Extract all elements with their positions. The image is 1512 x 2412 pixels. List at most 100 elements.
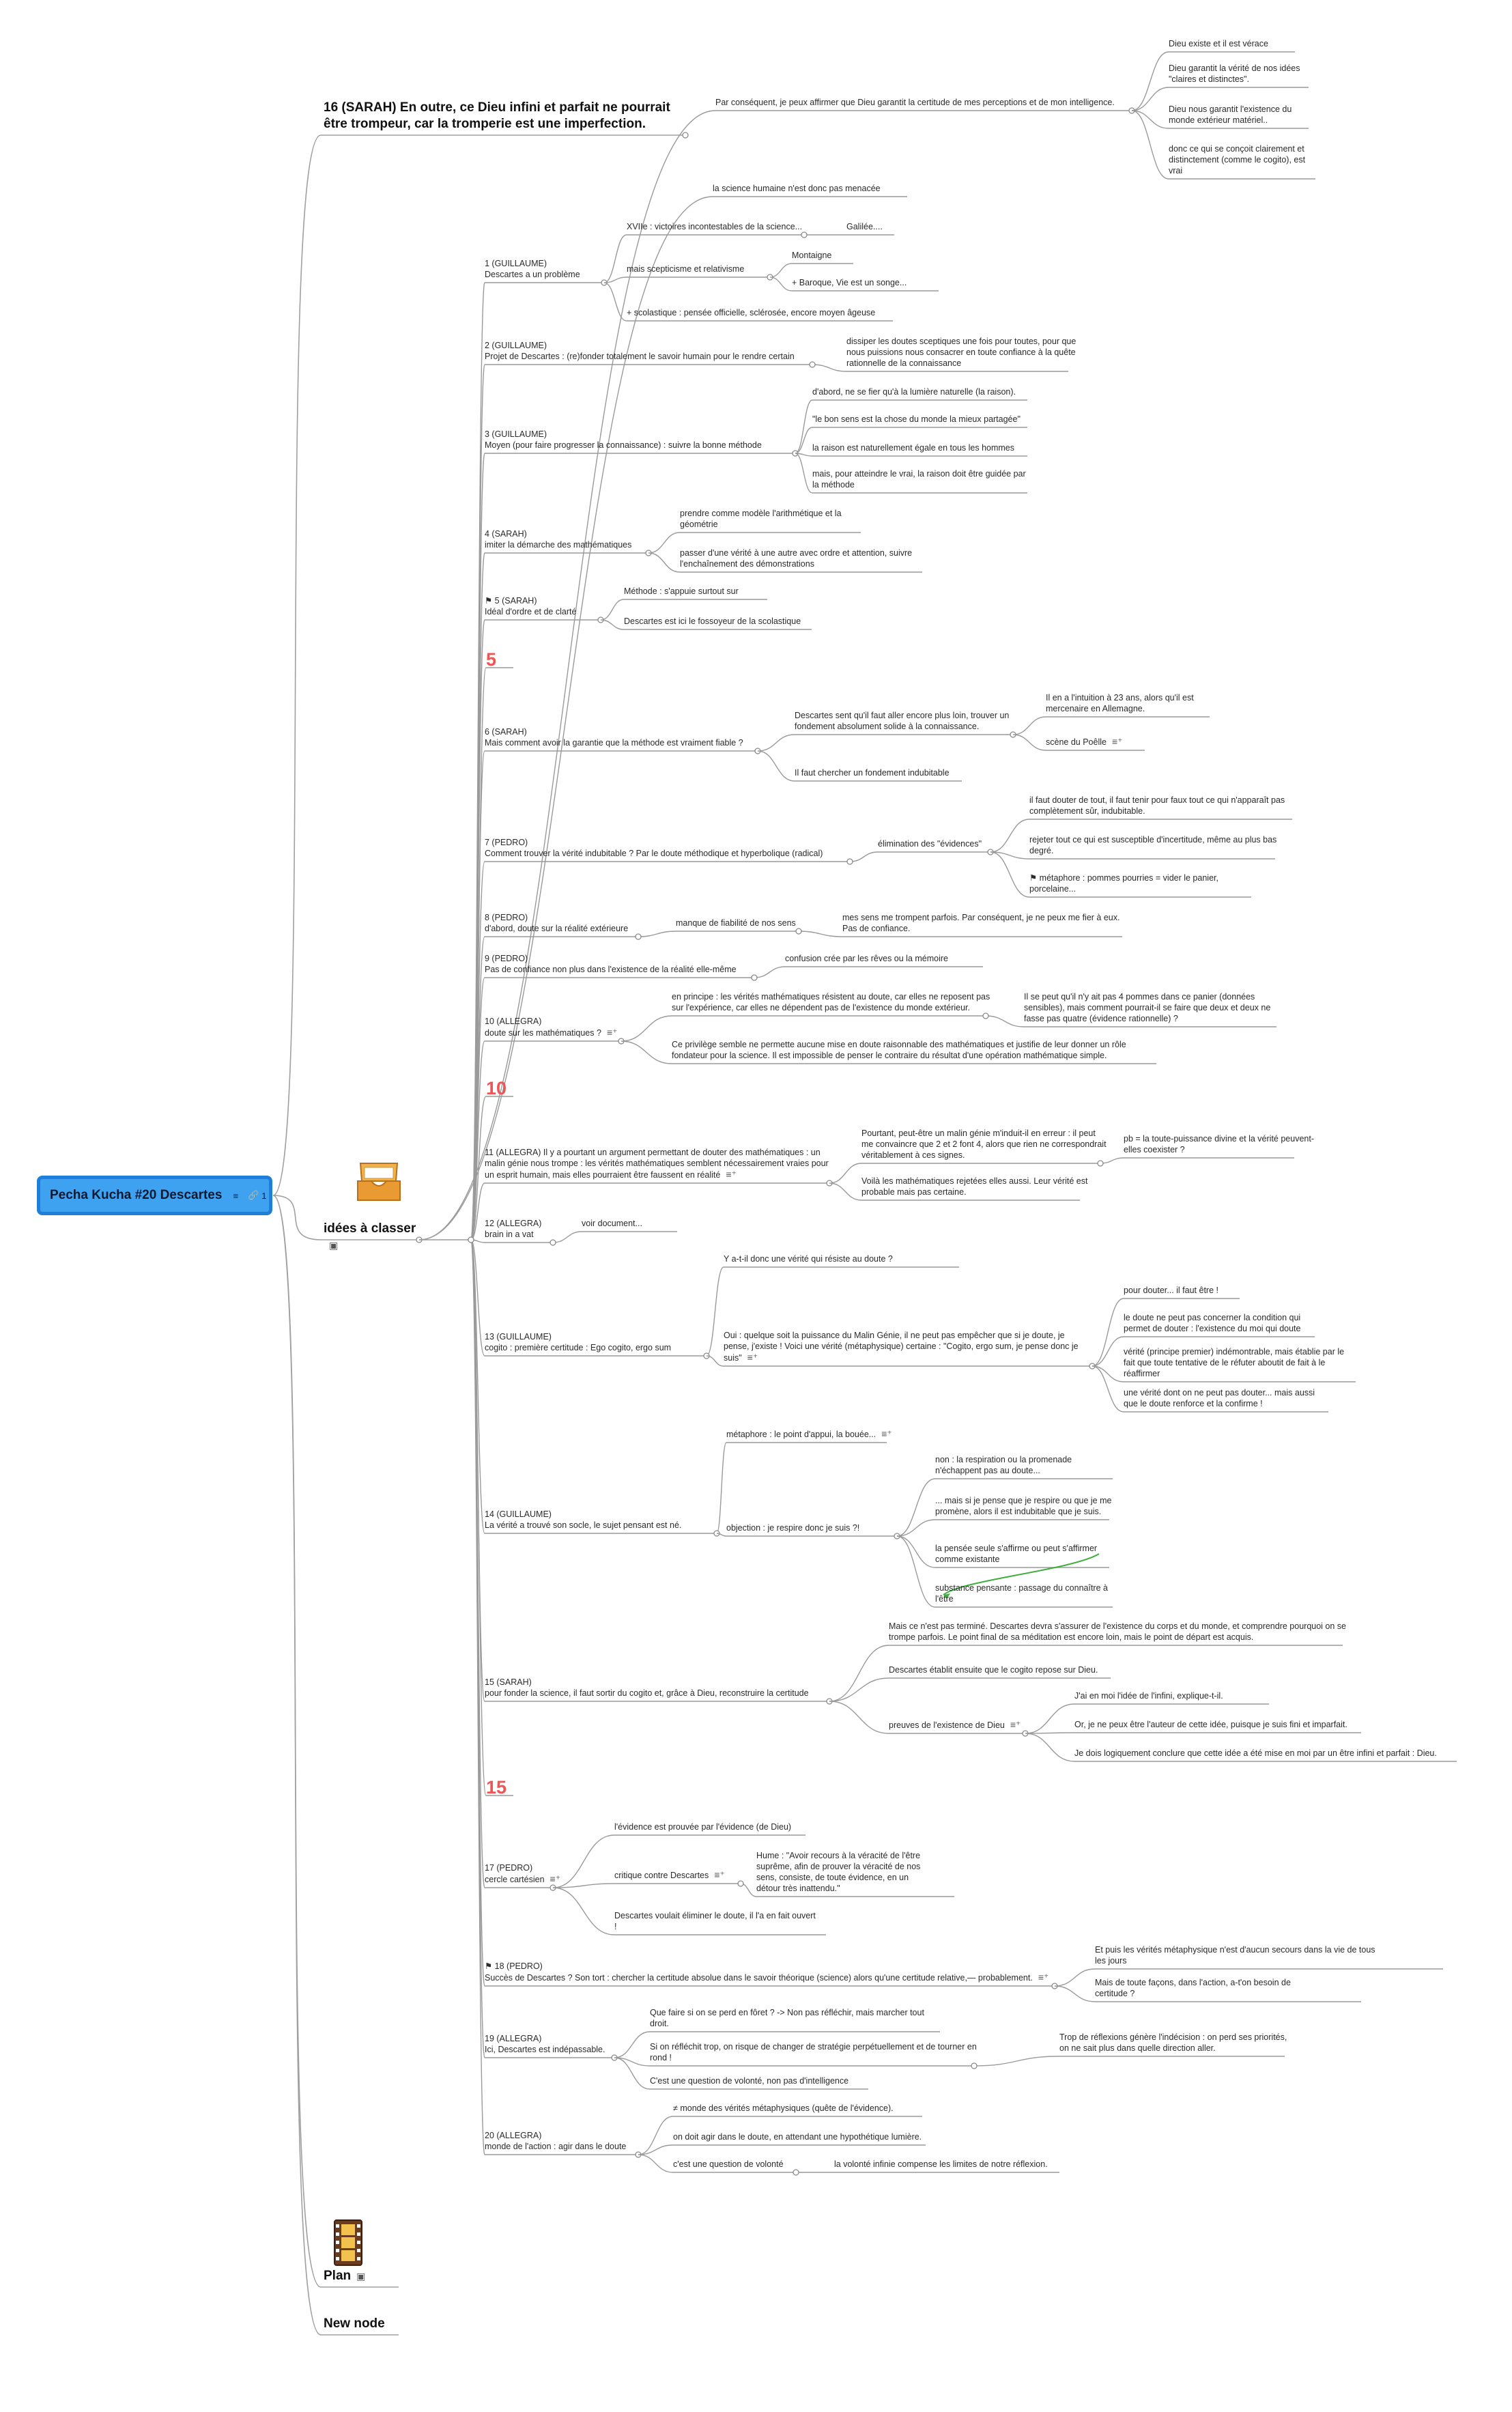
mindmap-node-68[interactable]: Mais ce n'est pas terminé. Descartes dev…: [889, 1621, 1347, 1642]
mindmap-node-50[interactable]: Voilà les mathématiques rejetées elles a…: [861, 1176, 1088, 1197]
mindmap-node-70[interactable]: preuves de l'existence de Dieu≡⁺: [889, 1719, 1021, 1730]
mindmap-node-46[interactable]: 10: [486, 1078, 507, 1098]
mindmap-node-72[interactable]: Or, je ne peux être l'auteur de cette id…: [1074, 1720, 1347, 1729]
branch-2[interactable]: Plan▣: [324, 2269, 366, 2283]
mindmap-node-29[interactable]: Il en a l'intuition à 23 ans, alors qu'i…: [1046, 693, 1194, 713]
mindmap-node-15[interactable]: 3 (GUILLAUME) Moyen (pour faire progress…: [485, 429, 762, 450]
mindmap-node-60[interactable]: 14 (GUILLAUME) La vérité a trouvé son so…: [485, 1509, 682, 1530]
mindmap-node-71[interactable]: J'ai en moi l'idée de l'infini, explique…: [1074, 1691, 1223, 1701]
mindmap-node-84[interactable]: Que faire si on se perd en fôret ? -> No…: [650, 2008, 924, 2028]
mindmap-node-66[interactable]: substance pensante : passage du connaîtr…: [935, 1583, 1108, 1604]
mindmap-node-19[interactable]: mais, pour atteindre le vrai, la raison …: [812, 469, 1026, 490]
mindmap-node-26[interactable]: 5: [486, 649, 497, 670]
mindmap-node-28[interactable]: Descartes sent qu'il faut aller encore p…: [795, 711, 1010, 731]
mindmap-node-12[interactable]: + scolastique : pensée officielle, sclér…: [627, 308, 876, 317]
mindmap-node-30[interactable]: scène du Poêlle≡⁺: [1046, 736, 1123, 747]
mindmap-node-81[interactable]: Et puis les vérités métaphysique n'est d…: [1095, 1945, 1375, 1966]
mindmap-node-59[interactable]: une vérité dont on ne peut pas douter...…: [1124, 1388, 1315, 1408]
mindmap-node-48[interactable]: Pourtant, peut-être un malin génie m'ind…: [861, 1129, 1107, 1160]
mindmap-node-2[interactable]: Dieu garantit la vérité de nos idées "cl…: [1169, 63, 1300, 84]
mindmap-node-57[interactable]: le doute ne peut pas concerner la condit…: [1124, 1313, 1301, 1333]
mindmap-node-9[interactable]: mais scepticisme et relativisme: [627, 264, 745, 274]
mindmap-node-61[interactable]: métaphore : le point d'appui, la bouée..…: [726, 1428, 892, 1439]
mindmap-node-85[interactable]: Si on réfléchit trop, on risque de chang…: [650, 2042, 977, 2062]
mindmap-node-40[interactable]: 9 (PEDRO) Pas de confiance non plus dans…: [485, 954, 737, 974]
branch-0[interactable]: 16 (SARAH) En outre, ce Dieu infini et p…: [324, 100, 670, 131]
mindmap-node-63[interactable]: non : la respiration ou la promenade n'é…: [935, 1455, 1072, 1475]
branch-3[interactable]: New node: [324, 2316, 385, 2331]
mindmap-node-56[interactable]: pour douter... il faut être !: [1124, 1286, 1218, 1295]
mindmap-node-22[interactable]: passer d'une vérité à une autre avec ord…: [680, 548, 913, 569]
mindmap-node-74[interactable]: 15: [486, 1777, 507, 1798]
mindmap-node-65[interactable]: la pensée seule s'affirme ou peut s'affi…: [935, 1544, 1098, 1564]
mindmap-node-89[interactable]: ≠ monde des vérités métaphysiques (quête…: [673, 2103, 894, 2113]
mindmap-node-11[interactable]: + Baroque, Vie est un songe...: [792, 278, 907, 287]
mindmap-node-51[interactable]: 12 (ALLEGRA) brain in a vat: [485, 1219, 542, 1239]
inbox-tray-icon: [357, 1163, 401, 1201]
mindmap-node-49[interactable]: pb = la toute-puissance divine et la vér…: [1124, 1134, 1314, 1154]
mindmap-node-77[interactable]: critique contre Descartes≡⁺: [614, 1869, 725, 1880]
mindmap-node-52[interactable]: voir document...: [582, 1219, 642, 1228]
mindmap-node-25[interactable]: Descartes est ici le fossoyeur de la sco…: [624, 616, 801, 626]
mindmap-node-87[interactable]: C'est une question de volonté, non pas d…: [650, 2076, 849, 2086]
mindmap-node-75[interactable]: 17 (PEDRO) cercle cartésien≡⁺: [485, 1863, 561, 1884]
mindmap-node-54[interactable]: Y a-t-il donc une vérité qui résiste au …: [724, 1254, 893, 1264]
mindmap-node-23[interactable]: ⚑ 5 (SARAH) Idéal d'ordre et de clarté: [485, 596, 577, 616]
mindmap-node-39[interactable]: mes sens me trompent parfois. Par conséq…: [842, 913, 1120, 933]
mindmap-node-31[interactable]: Il faut chercher un fondement indubitabl…: [795, 768, 950, 778]
mindmap-node-69[interactable]: Descartes établit ensuite que le cogito …: [889, 1665, 1098, 1675]
mindmap-node-10[interactable]: Montaigne: [792, 251, 832, 260]
mindmap-node-8[interactable]: Galilée....: [846, 222, 883, 231]
mindmap-node-76[interactable]: l'évidence est prouvée par l'évidence (d…: [614, 1822, 792, 1832]
mindmap-node-88[interactable]: 20 (ALLEGRA) monde de l'action : agir da…: [485, 2131, 627, 2151]
mindmap-node-21[interactable]: prendre comme modèle l'arithmétique et l…: [680, 509, 842, 529]
mindmap-node-6[interactable]: 1 (GUILLAUME) Descartes a un problème: [485, 259, 580, 279]
mindmap-node-58[interactable]: vérité (principe premier) indémontrable,…: [1124, 1347, 1345, 1378]
mindmap-node-78[interactable]: Hume : "Avoir recours à la véracité de l…: [756, 1851, 921, 1893]
branch-1[interactable]: idées à classer▣: [324, 1221, 426, 1253]
mindmap-node-92[interactable]: la volonté infinie compense les limites …: [834, 2159, 1048, 2169]
mindmap-node-42[interactable]: 10 (ALLEGRA) doute sur les mathématiques…: [485, 1017, 618, 1038]
mindmap-node-80[interactable]: ⚑ 18 (PEDRO) Succès de Descartes ? Son t…: [485, 1961, 1049, 1983]
mindmap-node-44[interactable]: Il se peut qu'il n'y ait pas 4 pommes da…: [1024, 992, 1271, 1023]
mindmap-node-53[interactable]: 13 (GUILLAUME) cogito : première certitu…: [485, 1332, 672, 1352]
mindmap-node-4[interactable]: donc ce qui se conçoit clairement et dis…: [1169, 144, 1306, 175]
mindmap-node-32[interactable]: 7 (PEDRO) Comment trouver la vérité indu…: [485, 838, 823, 858]
mindmap-node-62[interactable]: objection : je respire donc je suis ?!: [726, 1523, 860, 1533]
mindmap-node-36[interactable]: ⚑ métaphore : pommes pourries = vider le…: [1029, 873, 1218, 894]
mindmap-node-83[interactable]: 19 (ALLEGRA) Ici, Descartes est indépass…: [485, 2034, 605, 2054]
mindmap-node-86[interactable]: Trop de réflexions génère l'indécision :…: [1059, 2032, 1287, 2053]
mindmap-node-67[interactable]: 15 (SARAH) pour fonder la science, il fa…: [485, 1677, 809, 1698]
mindmap-node-17[interactable]: "le bon sens est la chose du monde la mi…: [812, 414, 1021, 424]
mindmap-node-82[interactable]: Mais de toute façons, dans l'action, a-t…: [1095, 1978, 1291, 1998]
mindmap-node-14[interactable]: dissiper les doutes sceptiques une fois …: [846, 337, 1076, 368]
mindmap-node-91[interactable]: c'est une question de volonté: [673, 2159, 784, 2169]
mindmap-node-7[interactable]: XVIIe : victoires incontestables de la s…: [627, 222, 803, 231]
mindmap-node-3[interactable]: Dieu nous garantit l'existence du monde …: [1169, 104, 1292, 125]
mindmap-node-33[interactable]: élimination des "évidences": [878, 839, 982, 849]
mindmap-node-16[interactable]: d'abord, ne se fier qu'à la lumière natu…: [812, 387, 1016, 397]
root-node[interactable]: Pecha Kucha #20 Descartes ≡ 🔗 1: [37, 1176, 272, 1215]
mindmap-node-79[interactable]: Descartes voulait éliminer le doute, il …: [614, 1911, 816, 1931]
mindmap-node-20[interactable]: 4 (SARAH) imiter la démarche des mathéma…: [485, 529, 632, 550]
mindmap-node-35[interactable]: rejeter tout ce qui est susceptible d'in…: [1029, 835, 1277, 855]
mindmap-node-90[interactable]: on doit agir dans le doute, en attendant…: [673, 2132, 922, 2142]
mindmap-node-0[interactable]: Par conséquent, je peux affirmer que Die…: [715, 98, 1115, 107]
mindmap-node-55[interactable]: Oui : quelque soit la puissance du Malin…: [724, 1331, 1079, 1363]
mindmap-node-64[interactable]: ... mais si je pense que je respire ou q…: [935, 1496, 1112, 1516]
mindmap-node-24[interactable]: Méthode : s'appuie surtout sur: [624, 586, 739, 596]
mindmap-node-38[interactable]: manque de fiabilité de nos sens: [676, 918, 796, 928]
mindmap-node-43[interactable]: en principe : les vérités mathématiques …: [672, 992, 990, 1012]
mindmap-node-1[interactable]: Dieu existe et il est vérace: [1169, 39, 1268, 48]
mindmap-node-73[interactable]: Je dois logiquement conclure que cette i…: [1074, 1748, 1437, 1758]
mindmap-node-13[interactable]: 2 (GUILLAUME) Projet de Descartes : (re)…: [485, 341, 795, 361]
mindmap-node-27[interactable]: 6 (SARAH) Mais comment avoir la garantie…: [485, 727, 743, 748]
mindmap-node-47[interactable]: 11 (ALLEGRA) Il y a pourtant un argument…: [485, 1148, 829, 1180]
mindmap-node-37[interactable]: 8 (PEDRO) d'abord, doute sur la réalité …: [485, 913, 629, 933]
mindmap-node-18[interactable]: la raison est naturellement égale en tou…: [812, 443, 1014, 453]
mindmap-node-34[interactable]: il faut douter de tout, il faut tenir po…: [1029, 795, 1285, 816]
mindmap-node-41[interactable]: confusion crée par les rêves ou la mémoi…: [785, 954, 949, 963]
mindmap-node-45[interactable]: Ce privilège semble ne permette aucune m…: [672, 1040, 1126, 1060]
note-icon: ≡⁺: [747, 1352, 758, 1363]
mindmap-node-5[interactable]: la science humaine n'est donc pas menacé…: [713, 184, 881, 193]
